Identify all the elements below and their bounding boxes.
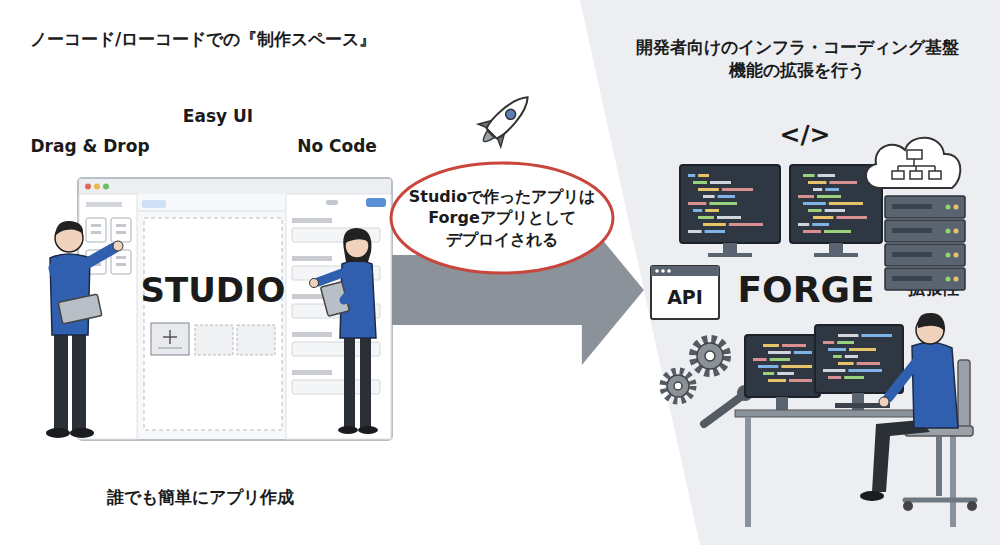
man-figure-part (54, 330, 68, 430)
app-mockup-part (292, 380, 380, 394)
app-mockup (78, 178, 392, 440)
forge-heading: 開発者向けのインフラ・コーディング基盤 機能の拡張を行う (627, 36, 967, 82)
forge-title: FORGE (726, 266, 886, 315)
studio-window: STUDIO (78, 178, 392, 440)
forge-panel-outline-part (580, 0, 1000, 545)
app-mockup-part (79, 194, 137, 439)
app-mockup-part (292, 228, 380, 242)
app-mockup-part (292, 266, 380, 280)
api-box-outline-part (655, 269, 659, 273)
rocket-icon-part (504, 107, 518, 121)
app-mockup-part (86, 218, 106, 242)
api-box: API (650, 265, 720, 320)
app-mockup-part (195, 325, 233, 355)
rocket-icon-part (485, 91, 534, 140)
app-mockup-part (79, 179, 391, 194)
app-mockup-part (292, 304, 380, 318)
app-mockup-part (91, 256, 101, 259)
forge-panel: 開発者向けのインフラ・コーディング基盤 機能の拡張を行う FORGE 拡張性 API (580, 0, 1000, 545)
app-mockup-part (292, 256, 332, 261)
rocket-icon-part (480, 131, 494, 145)
feature-tag: Easy UI (158, 105, 278, 128)
api-box-outline-part (651, 266, 719, 319)
callout-ellipse: Studioで作ったアプリは Forgeアプリとして デプロイされる (389, 161, 615, 275)
feature-tag: No Code (272, 135, 402, 158)
rocket-icon (472, 86, 538, 152)
app-mockup-part (86, 202, 122, 207)
studio-title: STUDIO (108, 268, 318, 314)
man-figure-part (46, 428, 70, 438)
app-mockup-part (292, 342, 380, 356)
section-heading: ノーコード/ローコードでの『制作スペース』 (30, 28, 450, 51)
app-mockup-part (366, 198, 386, 207)
app-mockup-part (116, 224, 126, 227)
rocket-icon-part (494, 131, 510, 147)
caption-note: 誰でも簡単にアプリ作成 (50, 486, 350, 509)
app-mockup-part (111, 218, 131, 242)
api-box-outline-part (651, 266, 719, 276)
app-mockup-part (86, 250, 106, 274)
app-mockup-part (116, 263, 126, 266)
app-mockup-part (94, 184, 100, 190)
app-mockup-part (91, 263, 101, 266)
app-mockup-part (292, 294, 332, 299)
app-mockup-part (292, 370, 332, 375)
app-mockup-part (326, 200, 338, 205)
api-label: API (650, 275, 720, 320)
app-mockup-part (85, 184, 91, 190)
app-mockup-part (163, 336, 177, 338)
feature-label: 拡張性 (902, 277, 964, 300)
app-mockup-part (144, 218, 282, 430)
code-symbol: </> (765, 118, 845, 152)
feature-tag: Drag & Drop (10, 135, 170, 158)
rocket-icon-part (478, 114, 494, 130)
app-mockup-part (103, 184, 109, 190)
man-figure-part (54, 268, 66, 306)
api-box-outline-part (661, 269, 665, 273)
app-mockup-part (78, 178, 392, 440)
app-mockup-part (138, 211, 285, 212)
app-mockup-part (142, 200, 166, 208)
api-box-outline-part (667, 269, 671, 273)
app-mockup-part (91, 224, 101, 227)
app-mockup-part (158, 348, 182, 349)
app-mockup-part (292, 218, 332, 223)
app-mockup-part (151, 323, 189, 355)
app-mockup-part (237, 325, 275, 355)
app-mockup-part (91, 231, 101, 234)
app-mockup-part (292, 332, 332, 337)
app-mockup-part (111, 250, 131, 274)
app-mockup-part (116, 231, 126, 234)
callout-text: Studioで作ったアプリは Forgeアプリとして デプロイされる (389, 161, 615, 275)
app-mockup-part (116, 256, 126, 259)
app-mockup-part (286, 194, 391, 439)
